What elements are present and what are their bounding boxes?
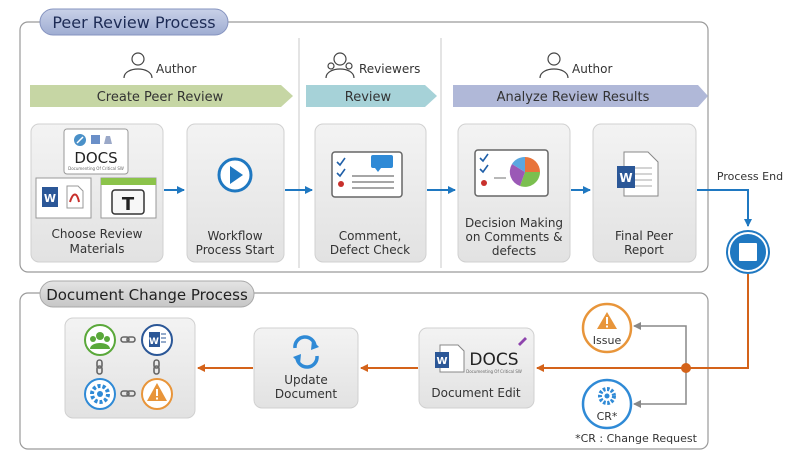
docs-tagline: Documenting Of Critical SW bbox=[466, 369, 522, 374]
final-label-2: Report bbox=[624, 243, 664, 257]
comment-defect-card: Comment, Defect Check bbox=[314, 123, 427, 263]
analyze-banner: Analyze Review Results bbox=[453, 85, 708, 107]
users-icon bbox=[84, 324, 116, 356]
warning-icon bbox=[597, 312, 617, 329]
doc-change-title: Document Change Process bbox=[46, 286, 248, 304]
peer-review-title: Peer Review Process bbox=[52, 13, 215, 32]
update-label-1: Update bbox=[284, 373, 327, 387]
text-tool-icon: T bbox=[122, 194, 135, 215]
pie-chart-icon bbox=[509, 156, 540, 187]
doc-change-title-tab: Document Change Process bbox=[39, 280, 255, 308]
decision-label-1: Decision Making bbox=[465, 216, 563, 230]
comment-label-1: Comment, bbox=[339, 229, 402, 243]
junction-dot bbox=[681, 363, 691, 373]
docs-tagline: Documenting Of Critical SW bbox=[68, 166, 124, 171]
reviewers-label: Reviewers bbox=[359, 62, 420, 76]
report-word-letter: W bbox=[619, 171, 632, 185]
author-right-label: Author bbox=[572, 62, 612, 76]
link-icon bbox=[153, 359, 160, 375]
flow-arrow-to-edit bbox=[536, 274, 749, 372]
edit-icon bbox=[91, 135, 100, 144]
decision-label-2: on Comments & bbox=[466, 230, 563, 244]
workflow-start-card: Workflow Process Start bbox=[186, 123, 285, 263]
author-left-role: Author bbox=[123, 52, 196, 79]
choose-materials-card: DOCS Documenting Of Critical SW W T Choo… bbox=[30, 123, 164, 263]
cr-footnote: *CR : Change Request bbox=[575, 432, 698, 445]
review-sheet-icon bbox=[331, 151, 403, 198]
link-icon bbox=[96, 359, 103, 375]
author-right-role: Author bbox=[539, 52, 612, 79]
branch-arrow-issue bbox=[633, 322, 687, 368]
create-peer-review-banner: Create Peer Review bbox=[30, 85, 293, 107]
word-pdf-box: W bbox=[35, 177, 92, 219]
reviewers-icon bbox=[325, 52, 355, 79]
bug-icon bbox=[481, 180, 487, 186]
review-banner-label: Review bbox=[345, 90, 392, 105]
comment-label-2: Defect Check bbox=[330, 243, 410, 257]
cr-label: CR* bbox=[597, 410, 618, 423]
play-icon bbox=[217, 157, 253, 193]
docs-logo-box: DOCS Documenting Of Critical SW bbox=[63, 128, 129, 175]
process-end-label: Process End bbox=[717, 170, 783, 183]
pencil-icon bbox=[518, 337, 527, 346]
author-left-label: Author bbox=[156, 62, 196, 76]
change-result-card: W bbox=[64, 317, 196, 419]
link-icon bbox=[120, 390, 136, 397]
workflow-label-2: Process Start bbox=[196, 243, 275, 257]
issue-node: Issue bbox=[581, 302, 633, 354]
bug-icon bbox=[338, 181, 344, 187]
docs-logo-text: DOCS bbox=[74, 149, 117, 167]
workflow-label-1: Workflow bbox=[207, 229, 262, 243]
warning-icon bbox=[141, 378, 173, 410]
review-banner: Review bbox=[306, 85, 437, 107]
result-word-letter: W bbox=[149, 337, 159, 347]
cr-node: CR* bbox=[581, 378, 633, 430]
word-report-icon: W bbox=[617, 151, 659, 197]
choose-label-1: Choose Review bbox=[52, 227, 143, 241]
flow-arrow-to-end bbox=[697, 189, 752, 227]
create-banner-label: Create Peer Review bbox=[97, 90, 224, 105]
change-flow-arrows bbox=[197, 274, 749, 408]
update-label-2: Document bbox=[275, 387, 337, 401]
document-edit-label: Document Edit bbox=[431, 386, 521, 400]
reviewers-role: Reviewers bbox=[325, 52, 420, 79]
text-tool-box: T bbox=[100, 177, 157, 219]
branch-arrow-cr bbox=[633, 368, 687, 408]
document-edit-card: W DOCS Documenting Of Critical SW Docume… bbox=[418, 327, 535, 409]
peer-flow-arrows bbox=[164, 186, 752, 227]
comment-bubble-icon bbox=[371, 155, 393, 168]
word-icon bbox=[42, 187, 58, 207]
word-doc-icon: W bbox=[435, 344, 465, 373]
settings-icon bbox=[598, 387, 616, 405]
word-letter: W bbox=[44, 192, 56, 205]
flask-icon bbox=[104, 136, 112, 144]
analysis-sheet-icon bbox=[474, 149, 549, 197]
update-document-card: Update Document bbox=[253, 327, 359, 409]
decision-label-3: defects bbox=[492, 244, 536, 258]
pdf-icon bbox=[66, 185, 84, 209]
edit-word-letter: W bbox=[436, 356, 447, 367]
issue-label: Issue bbox=[593, 334, 622, 347]
final-report-card: W Final Peer Report bbox=[592, 123, 697, 263]
analyze-banner-label: Analyze Review Results bbox=[497, 90, 650, 105]
person-icon bbox=[123, 52, 153, 79]
choose-label-2: Materials bbox=[69, 242, 124, 256]
person-icon bbox=[539, 52, 569, 79]
decision-making-card: Decision Making on Comments & defects bbox=[457, 123, 571, 263]
docs-logo-text: DOCS bbox=[469, 350, 518, 370]
settings-icon bbox=[84, 378, 116, 410]
peer-review-title-tab: Peer Review Process bbox=[39, 8, 229, 36]
stop-icon bbox=[726, 230, 770, 274]
word-doc-icon: W bbox=[141, 324, 173, 356]
final-label-1: Final Peer bbox=[615, 229, 673, 243]
link-icon bbox=[120, 336, 136, 343]
